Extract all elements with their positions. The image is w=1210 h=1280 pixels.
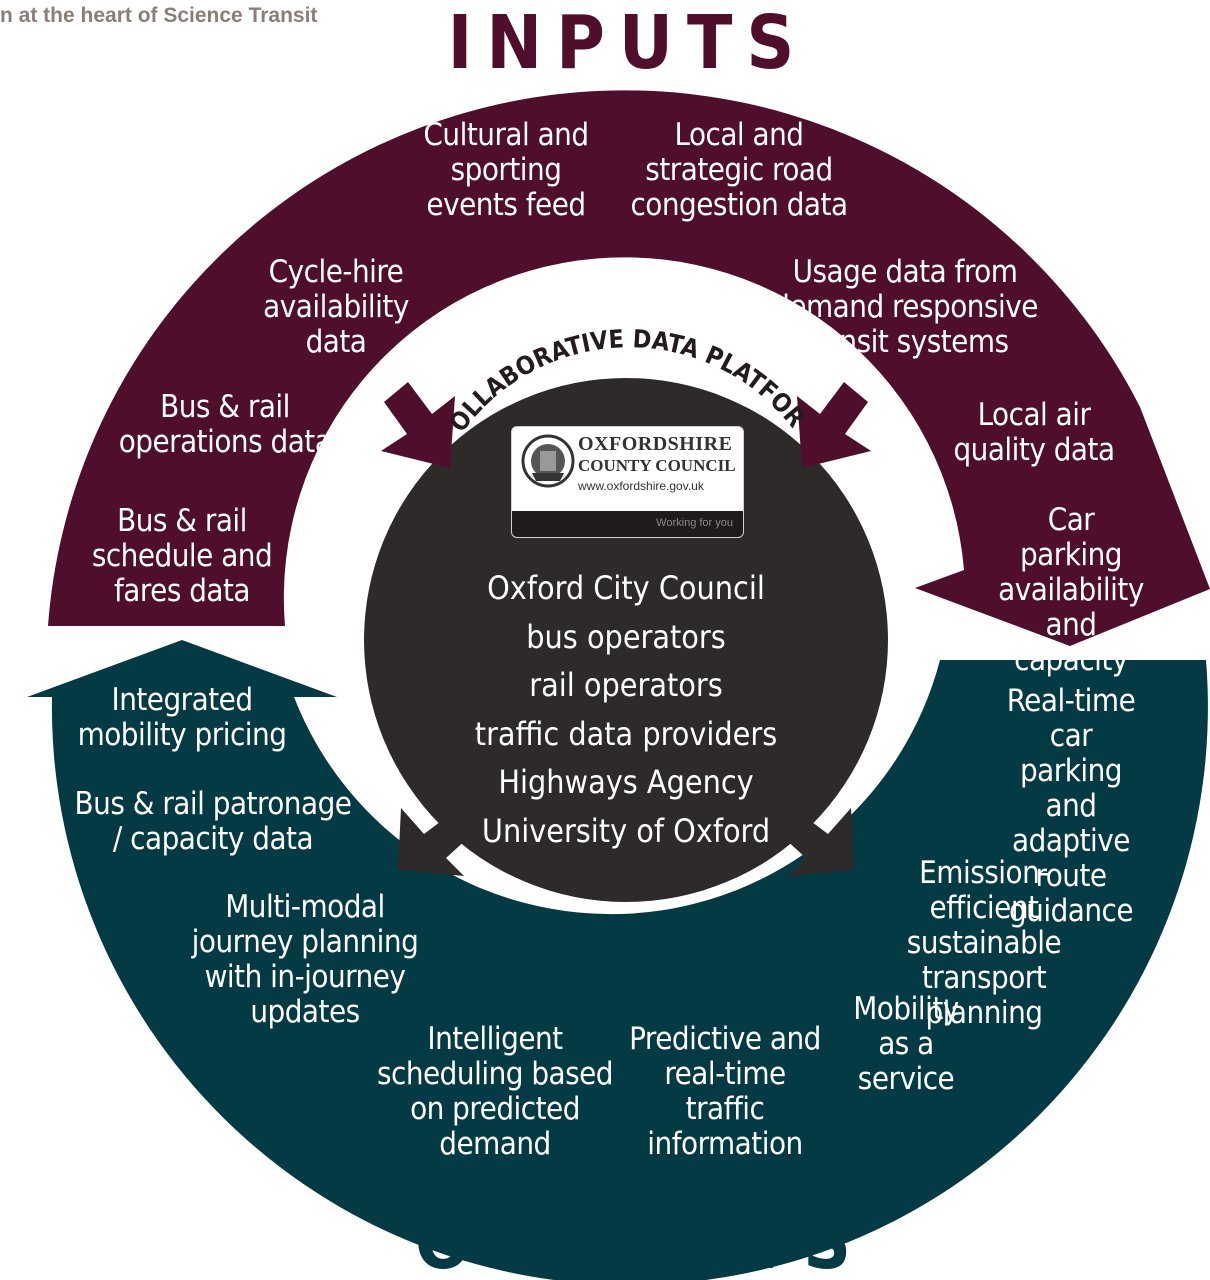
output-label-journey-planning: Multi-modal journey planning with in-jou…: [191, 889, 419, 1030]
input-label-drt-usage: Usage data from demand responsive transi…: [772, 254, 1038, 360]
partner-item: University of Oxford: [481, 811, 771, 850]
arrow-out-left: [398, 808, 468, 876]
output-label-patronage: Bus & rail patronage / capacity data: [74, 786, 352, 857]
outputs-title: OUTPUTS: [415, 1200, 865, 1280]
arrow-out-right: [784, 808, 854, 876]
output-label-route-guidance: Real-time car parking and adaptive route…: [1006, 683, 1136, 929]
output-label-maas: Mobility as a service: [853, 991, 959, 1097]
partners-list: Oxford City Council bus operators rail o…: [446, 564, 806, 855]
crest-icon: [521, 434, 575, 488]
output-label-traffic-info: Predictive and real-time traffic informa…: [629, 1021, 821, 1162]
logo-line1: OXFORDSHIRE: [578, 433, 733, 455]
oxfordshire-logo: OXFORDSHIRE COUNTY COUNCIL www.oxfordshi…: [511, 426, 744, 538]
input-label-events: Cultural and sporting events feed: [423, 117, 589, 223]
partner-item: bus operators: [526, 617, 726, 656]
logo-tag-bar: Working for you: [512, 511, 743, 537]
platform-collar: [413, 332, 845, 462]
input-label-air-quality: Local air quality data: [953, 397, 1115, 468]
input-label-cycle-hire: Cycle-hire availability data: [263, 254, 409, 360]
partner-item: Oxford City Council: [487, 569, 765, 607]
arrow-in-left: [381, 382, 455, 468]
logo-tagline: Working for you: [656, 517, 733, 529]
output-label-scheduling: Intelligent scheduling based on predicte…: [376, 1021, 614, 1162]
input-label-road-congestion: Local and strategic road congestion data: [630, 117, 848, 223]
logo-url: www.oxfordshire.gov.uk: [578, 479, 704, 493]
inputs-ring: [48, 90, 1210, 647]
outputs-ring: [27, 640, 1208, 1280]
inputs-title: INPUTS: [448, 0, 809, 86]
partner-item: traffic data providers: [474, 714, 778, 753]
header-caption: n at the heart of Science Transit: [0, 4, 318, 27]
partner-item: Highways Agency: [498, 763, 754, 801]
input-label-car-parking: Car parking availability and capacity: [998, 502, 1144, 678]
output-label-emission-planning: Emission-efficient sustainable transport…: [906, 855, 1062, 1031]
platform-hub: [364, 378, 888, 902]
partner-item: rail operators: [529, 666, 723, 704]
output-label-pricing: Integrated mobility pricing: [77, 682, 287, 753]
arrow-in-right: [797, 382, 871, 468]
logo-line2: COUNTY COUNCIL: [578, 456, 736, 475]
input-label-schedule-fares: Bus & rail schedule and fares data: [91, 503, 273, 609]
input-label-operations: Bus & rail operations data: [118, 389, 332, 460]
